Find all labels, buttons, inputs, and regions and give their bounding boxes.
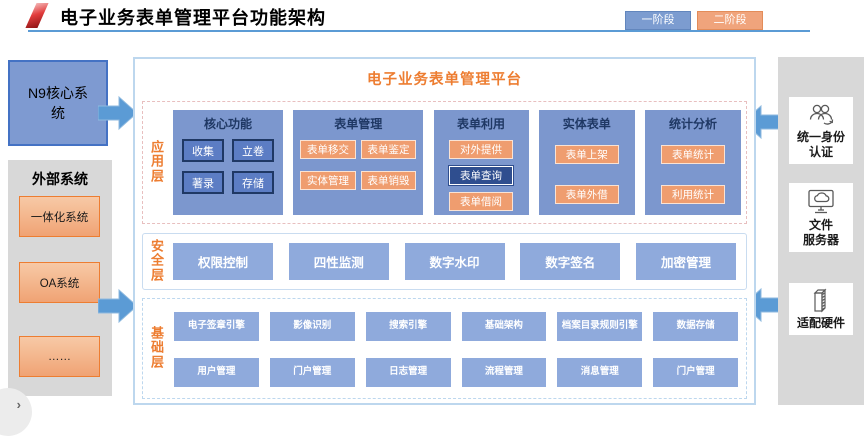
foundation-node: 电子签章引擎 [174, 312, 259, 341]
application-layer-label: 应用层 [150, 139, 164, 184]
stage-one-button[interactable]: 一阶段 [625, 11, 691, 30]
title-divider [28, 30, 810, 32]
security-layer-items: 权限控制 四性监测 数字水印 数字签名 加密管理 [173, 243, 736, 280]
users-sync-icon [809, 104, 834, 125]
group-title: 统计分析 [668, 117, 717, 131]
function-node: 表单统计 [661, 145, 725, 164]
security-node: 四性监测 [288, 243, 389, 280]
hw-card-label: 适配硬件 [796, 316, 845, 330]
security-layer-row: 安全层 权限控制 四性监测 数字水印 数字签名 加密管理 [142, 233, 747, 290]
brand-slash-logo [25, 3, 49, 28]
arrow-right-icon [98, 95, 138, 131]
cloud-monitor-icon [808, 189, 834, 214]
group-title: 表单管理 [334, 117, 383, 131]
group-form-management: 表单管理 表单移交 表单鉴定 实体管理 表单销毁 [293, 110, 424, 215]
external-system-node: OA系统 [19, 262, 100, 303]
function-node: 表单鉴定 [360, 140, 417, 159]
infrastructure-panel: 统一身份 认证 文件 服务器 适配硬件 [778, 57, 864, 405]
function-node: 立卷 [232, 139, 274, 162]
foundation-node: 门户管理 [653, 358, 738, 387]
group-title: 实体表单 [562, 117, 611, 131]
foundation-node: 搜索引擎 [365, 312, 451, 341]
group-physical-forms: 实体表单 表单上架 表单外借 [538, 110, 635, 215]
security-node: 数字水印 [404, 243, 505, 280]
function-node: 对外提供 [449, 140, 513, 159]
foundation-node: 影像识别 [269, 312, 355, 341]
function-node: 收集 [182, 139, 224, 162]
function-node: 表单销毁 [360, 171, 417, 190]
application-layer-groups: 核心功能 收集 立卷 著录 存储 表单管理 表单移交 表单鉴定 实体管理 表单销… [173, 110, 741, 215]
group-title: 表单利用 [456, 117, 505, 131]
foundation-layer-row: 基础层 电子签章引擎 影像识别 搜索引擎 基础架构 档案目录规则引擎 数据存储 … [142, 298, 747, 399]
function-node: 表单借阅 [449, 192, 513, 211]
unified-identity-card: 统一身份 认证 [789, 97, 853, 164]
group-core-functions: 核心功能 收集 立卷 著录 存储 [173, 110, 283, 215]
adapted-hardware-card: 适配硬件 [789, 283, 853, 335]
function-node: 表单移交 [300, 140, 356, 159]
platform-panel: 电子业务表单管理平台 应用层 核心功能 收集 立卷 著录 存储 表单管理 表单移… [133, 57, 756, 405]
group-title: 核心功能 [203, 117, 252, 131]
file-server-card: 文件 服务器 [789, 183, 853, 252]
n9-core-system-node: N9核心系统 [8, 60, 108, 146]
function-node: 著录 [182, 171, 224, 194]
foundation-node: 数据存储 [653, 312, 738, 341]
foundation-node: 门户管理 [269, 358, 355, 387]
hw-card-label: 统一身份 认证 [796, 130, 845, 159]
external-systems-panel: 外部系统 一体化系统 OA系统 …… [8, 160, 112, 396]
function-node: 存储 [232, 171, 274, 194]
foundation-layer-items: 电子签章引擎 影像识别 搜索引擎 基础架构 档案目录规则引擎 数据存储 用户管理… [174, 312, 738, 387]
external-systems-title: 外部系统 [32, 171, 88, 187]
group-statistics: 统计分析 表单统计 利用统计 [645, 110, 741, 215]
chevron-right-icon: › [16, 397, 21, 412]
stage-two-button[interactable]: 二阶段 [697, 11, 763, 30]
function-node: 表单上架 [554, 145, 619, 164]
foundation-node: 消息管理 [557, 358, 643, 387]
security-node: 加密管理 [636, 243, 736, 280]
foundation-node: 档案目录规则引擎 [557, 312, 643, 341]
foundation-node: 日志管理 [365, 358, 451, 387]
security-node: 数字签名 [520, 243, 621, 280]
server-rack-icon [813, 288, 827, 313]
application-layer-row: 应用层 核心功能 收集 立卷 著录 存储 表单管理 表单移交 表单鉴定 实体管理… [142, 101, 747, 224]
function-node: 利用统计 [661, 185, 725, 204]
function-node: 表单外借 [554, 185, 619, 204]
security-node: 权限控制 [173, 243, 273, 280]
external-system-node: …… [19, 336, 100, 377]
foundation-layer-label: 基础层 [150, 325, 164, 370]
function-node-highlighted: 表单查询 [449, 166, 513, 185]
foundation-node: 流程管理 [461, 358, 547, 387]
page-title: 电子业务表单管理平台功能架构 [60, 8, 326, 28]
external-system-node: 一体化系统 [19, 196, 100, 237]
foundation-node: 用户管理 [174, 358, 259, 387]
arrow-right-icon [98, 288, 138, 324]
group-form-utilization: 表单利用 对外提供 表单查询 表单借阅 [433, 110, 529, 215]
foundation-node: 基础架构 [461, 312, 547, 341]
hw-card-label: 文件 服务器 [802, 218, 839, 247]
function-node: 实体管理 [300, 171, 356, 190]
security-layer-label: 安全层 [150, 238, 164, 283]
platform-title: 电子业务表单管理平台 [367, 72, 522, 88]
